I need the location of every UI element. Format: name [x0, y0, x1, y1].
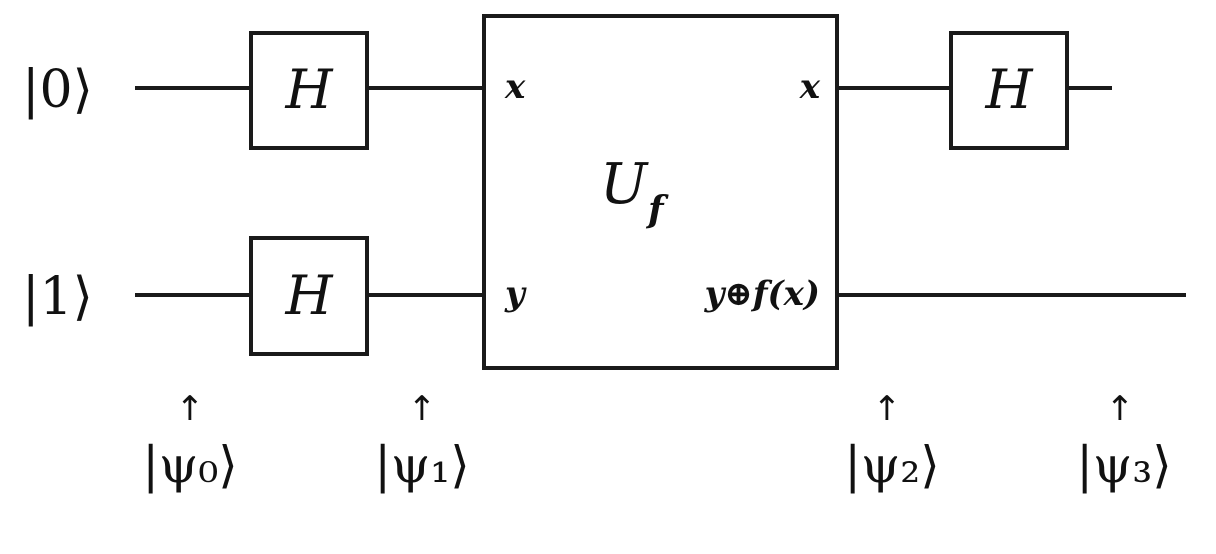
- up-arrow-icon: ↑: [873, 389, 902, 429]
- up-arrow-icon: ↑: [408, 389, 437, 429]
- svg-text:H: H: [984, 58, 1033, 121]
- oracle-label: U: [600, 152, 649, 217]
- state-marker-psi1: ↑ |ψ₁⟩: [374, 389, 470, 494]
- hadamard-gate-top-left: H: [249, 31, 369, 150]
- state-marker-psi0: ↑ |ψ₀⟩: [142, 389, 238, 494]
- oracle-input-y: y: [504, 274, 527, 314]
- state-marker-psi2: ↑ |ψ₂⟩: [844, 389, 940, 494]
- up-arrow-icon: ↑: [176, 389, 205, 429]
- svg-text:|ψ₃⟩: |ψ₃⟩: [1076, 436, 1172, 494]
- svg-text:|ψ₂⟩: |ψ₂⟩: [844, 436, 940, 494]
- hadamard-gate-top-right: H: [949, 31, 1069, 150]
- state-marker-psi3: ↑ |ψ₃⟩: [1076, 389, 1172, 494]
- svg-text:|ψ₀⟩: |ψ₀⟩: [142, 436, 238, 494]
- svg-text:|ψ₁⟩: |ψ₁⟩: [374, 436, 470, 494]
- input-ket-0: |0⟩: [22, 60, 93, 120]
- oracle-output-x: x: [799, 67, 821, 107]
- svg-text:H: H: [284, 264, 333, 327]
- oracle-output-y-xor-fx: y⊕f(x): [704, 274, 820, 314]
- oracle-uf-box: x x y y⊕f(x) U f: [482, 14, 839, 370]
- up-arrow-icon: ↑: [1106, 389, 1135, 429]
- svg-text:H: H: [284, 58, 333, 121]
- hadamard-gate-bottom-left: H: [249, 236, 369, 356]
- oracle-input-x: x: [504, 67, 526, 107]
- input-ket-1: |1⟩: [22, 267, 93, 327]
